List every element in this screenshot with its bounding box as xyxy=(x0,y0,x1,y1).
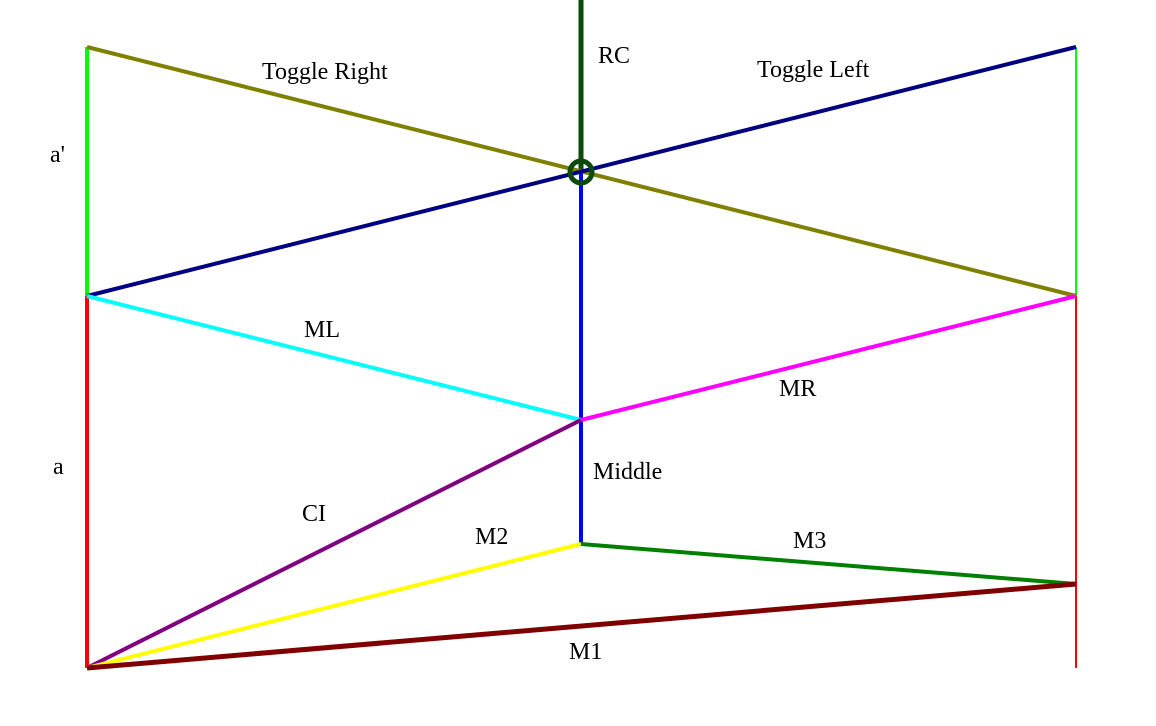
ci-link xyxy=(86,418,582,670)
m2-link xyxy=(86,542,582,670)
m1-link xyxy=(86,581,1077,671)
label-middle: Middle xyxy=(593,459,662,485)
label-toggle-left: Toggle Left xyxy=(757,57,870,83)
label-toggle-right: Toggle Right xyxy=(262,59,388,85)
label-a-prime: a' xyxy=(50,142,65,168)
label-ci: CI xyxy=(302,501,326,527)
m3-link xyxy=(580,542,1077,586)
label-m1: M1 xyxy=(569,639,602,665)
toggle-left-link xyxy=(86,45,1077,298)
label-ml: ML xyxy=(304,317,340,343)
label-m3: M3 xyxy=(793,528,826,554)
label-rc: RC xyxy=(598,43,630,69)
label-mr: MR xyxy=(779,376,816,402)
label-a: a xyxy=(53,454,64,480)
mr-link xyxy=(580,294,1077,422)
label-m2: M2 xyxy=(475,524,508,550)
pivot-joint-icon xyxy=(567,158,595,186)
ml-link xyxy=(86,294,582,422)
